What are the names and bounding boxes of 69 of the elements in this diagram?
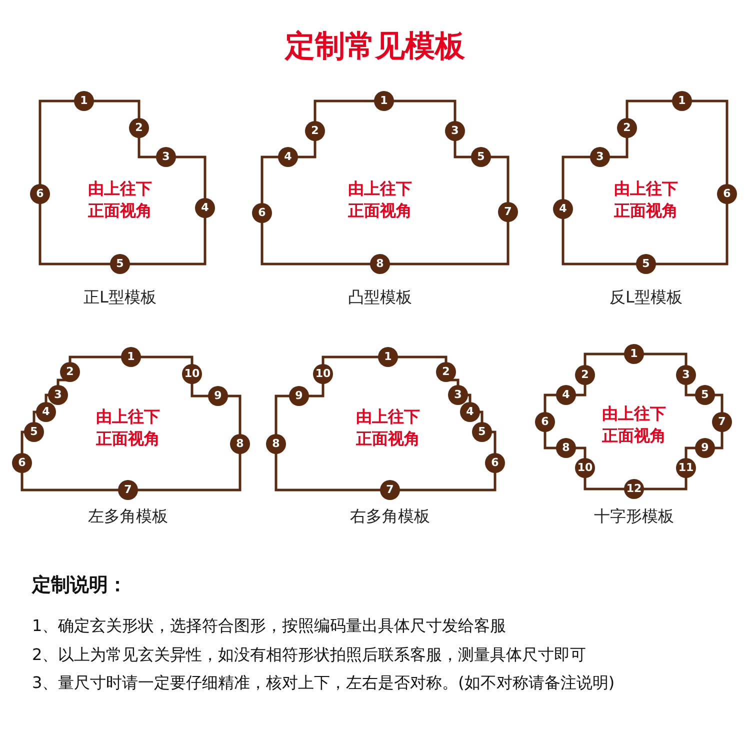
callout-number: 2 <box>617 118 637 138</box>
view-note: 由上往下正面视角 <box>601 403 667 447</box>
template-caption: 右多角模板 <box>350 506 430 528</box>
view-note: 由上往下正面视角 <box>355 406 421 450</box>
callout-number: 2 <box>60 362 80 382</box>
view-note: 由上往下正面视角 <box>95 406 161 450</box>
callout-number: 11 <box>676 458 696 478</box>
template-caption: 反L型模板 <box>610 288 682 308</box>
instruction-text: 1、确定玄关形状，选择符合图形，按照编码量出具体尺寸发给客服 <box>32 615 506 637</box>
view-note: 由上往下正面视角 <box>613 178 679 222</box>
callout-number: 1 <box>121 347 141 367</box>
callout-number: 9 <box>208 386 228 406</box>
callout-number: 7 <box>118 480 138 500</box>
callout-number: 5 <box>471 147 491 167</box>
callout-number: 1 <box>624 344 644 364</box>
callout-number: 10 <box>182 364 202 384</box>
callout-number: 7 <box>712 412 732 432</box>
callout-number: 4 <box>278 147 298 167</box>
title: 定制常见模板 <box>284 28 466 66</box>
callout-number: 4 <box>460 402 480 422</box>
callout-number: 6 <box>535 412 555 432</box>
callout-number: 4 <box>556 385 576 405</box>
callout-number: 4 <box>36 402 56 422</box>
callout-number: 1 <box>74 91 94 111</box>
view-note: 由上往下正面视角 <box>87 178 153 222</box>
callout-number: 1 <box>378 347 398 367</box>
callout-number: 2 <box>305 121 325 141</box>
callout-number: 5 <box>472 422 492 442</box>
callout-number: 1 <box>374 91 394 111</box>
callout-number: 3 <box>448 385 468 405</box>
callout-number: 9 <box>289 386 309 406</box>
callout-number: 3 <box>48 385 68 405</box>
callout-number: 2 <box>436 362 456 382</box>
section-heading: 定制说明： <box>32 573 127 597</box>
callout-number: 8 <box>230 434 250 454</box>
template-caption: 凸型模板 <box>348 288 412 308</box>
template-caption: 正L型模板 <box>84 288 156 308</box>
callout-number: 6 <box>252 203 272 223</box>
callout-number: 5 <box>110 254 130 274</box>
template-caption: 左多角模板 <box>88 506 168 528</box>
callout-number: 5 <box>695 385 715 405</box>
callout-number: 4 <box>553 199 573 219</box>
callout-number: 6 <box>30 184 50 204</box>
callout-number: 5 <box>636 254 656 274</box>
callout-number: 2 <box>575 365 595 385</box>
view-note: 由上往下正面视角 <box>347 178 413 222</box>
callout-number: 3 <box>676 365 696 385</box>
callout-number: 6 <box>485 453 505 473</box>
callout-number: 9 <box>695 438 715 458</box>
callout-number: 6 <box>12 453 32 473</box>
instruction-text: 3、量尺寸时请一定要仔细精准，核对上下，左右是否对称。(如不对称请备注说明) <box>32 672 615 694</box>
callout-number: 5 <box>24 422 44 442</box>
callout-number: 6 <box>717 184 737 204</box>
callout-number: 3 <box>590 147 610 167</box>
callout-number: 7 <box>380 480 400 500</box>
callout-number: 1 <box>672 91 692 111</box>
callout-number: 10 <box>313 364 333 384</box>
instruction-text: 2、以上为常见玄关异性，如没有相符形状拍照后联系客服，测量具体尺寸即可 <box>32 644 586 666</box>
callout-number: 8 <box>266 434 286 454</box>
callout-number: 2 <box>129 118 149 138</box>
callout-number: 10 <box>575 458 595 478</box>
callout-number: 8 <box>556 438 576 458</box>
callout-number: 3 <box>445 121 465 141</box>
callout-number: 3 <box>156 147 176 167</box>
callout-number: 7 <box>498 202 518 222</box>
template-caption: 十字形模板 <box>594 506 674 528</box>
callout-number: 8 <box>370 254 390 274</box>
callout-number: 4 <box>195 198 215 218</box>
callout-number: 12 <box>624 479 644 499</box>
